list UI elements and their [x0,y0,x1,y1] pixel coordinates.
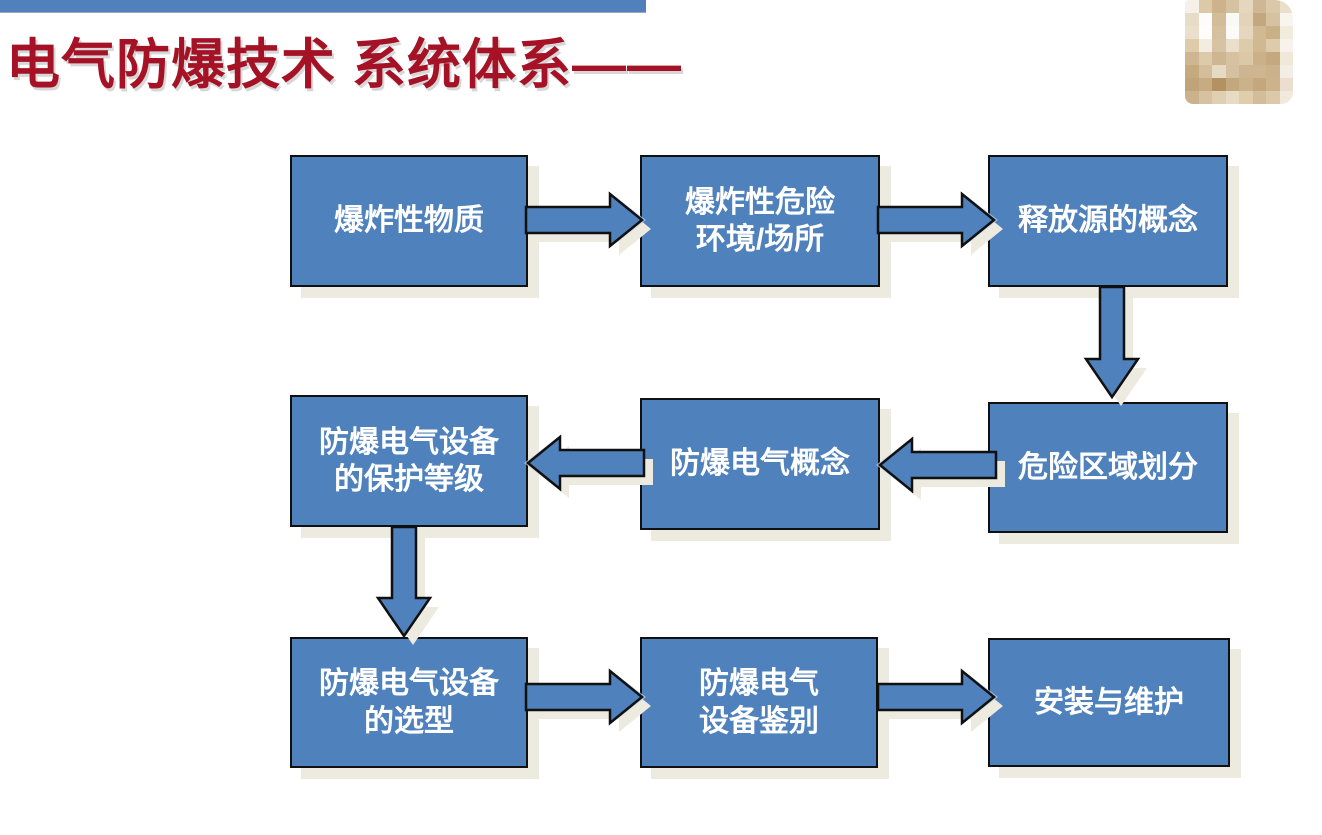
logo-pixel [1266,0,1280,13]
logo-pixel [1198,65,1212,78]
logo-pixel [1225,26,1239,39]
logo-pixel [1239,91,1253,104]
logo-pixel [1266,91,1280,104]
logo-pixel [1225,52,1239,65]
flow-box-explosive-substance: 爆炸性物质 [290,155,528,287]
logo-pixel [1185,13,1199,26]
arrow-right-icon [876,668,1003,732]
flow-box-equipment-selection: 防爆电气设备 的选型 [290,637,528,768]
logo-pixel [1225,0,1239,13]
logo-pixel [1198,0,1212,13]
logo-pixel [1212,13,1226,26]
flow-box-label: 安装与维护 [1034,685,1184,719]
logo-pixel [1239,52,1253,65]
logo-pixel [1252,78,1266,91]
logo-pixel [1279,13,1293,26]
arrow-down-icon [375,525,439,645]
flow-box-equipment-identification: 防爆电气 设备鉴别 [640,637,878,768]
logo-pixel [1266,26,1280,39]
logo-pixel [1239,0,1253,13]
logo-pixel [1266,78,1280,91]
flow-box-hazardous-environment: 爆炸性危险 环境/场所 [640,155,880,287]
logo-pixel [1225,65,1239,78]
logo-pixel [1212,78,1226,91]
flow-box-label: 防爆电气设备 的保护等级 [319,425,499,497]
logo-pixel [1185,0,1199,13]
logo-pixel [1185,26,1199,39]
logo-pixel [1225,78,1239,91]
arrow-left-icon [876,436,1005,500]
flow-box-label: 爆炸性物质 [334,204,484,238]
arrow-left-icon [524,434,653,498]
logo-pixel [1279,39,1293,52]
logo-image [1185,0,1293,104]
flow-box-label: 释放源的概念 [1018,204,1198,238]
logo-pixel [1252,39,1266,52]
logo-pixel [1266,65,1280,78]
logo-pixel [1185,52,1199,65]
logo-pixel [1198,78,1212,91]
logo-pixel [1239,13,1253,26]
logo-pixel [1252,13,1266,26]
arrow-right-icon [524,191,651,255]
logo-pixel [1239,78,1253,91]
flow-box-release-source: 释放源的概念 [988,155,1228,287]
logo-pixel [1212,65,1226,78]
logo-pixel [1279,91,1293,104]
logo-pixel [1225,13,1239,26]
arrow-right-icon [876,191,1003,255]
flow-box-zone-classification: 危险区域划分 [988,402,1228,533]
flow-box-label: 防爆电气 设备鉴别 [699,667,819,738]
logo-pixel [1252,91,1266,104]
page-title: 电气防爆技术 系统体系—— [6,35,683,95]
logo-pixel [1185,65,1199,78]
logo-pixel [1279,65,1293,78]
flow-box-installation-maintenance: 安装与维护 [988,638,1230,767]
logo-pixel [1279,52,1293,65]
logo-pixel [1212,52,1226,65]
logo-pixel [1279,26,1293,39]
flow-box-label: 危险区域划分 [1018,450,1198,484]
logo-pixel [1198,13,1212,26]
logo-pixel [1252,26,1266,39]
arrow-right-icon [524,668,651,732]
logo-pixel [1266,52,1280,65]
logo-pixel [1239,65,1253,78]
logo-pixel [1225,91,1239,104]
logo-pixel [1212,26,1226,39]
logo-pixel [1266,39,1280,52]
flow-box-label: 防爆电气设备 的选型 [319,667,499,738]
logo-pixel [1225,39,1239,52]
logo-pixel [1266,13,1280,26]
logo-pixel [1279,78,1293,91]
flow-box-protection-level: 防爆电气设备 的保护等级 [290,395,528,527]
logo-pixel [1185,91,1199,104]
logo-pixel [1198,26,1212,39]
logo-pixel [1212,0,1226,13]
flow-box-exproof-concept: 防爆电气概念 [640,398,880,530]
logo-pixel [1198,91,1212,104]
logo-pixel [1252,65,1266,78]
logo-pixel [1185,78,1199,91]
logo-pixel [1198,39,1212,52]
flow-box-label: 防爆电气概念 [670,447,850,481]
logo-pixel [1239,26,1253,39]
logo-pixel [1279,0,1293,13]
logo-pixel [1239,39,1253,52]
flow-box-label: 爆炸性危险 环境/场所 [685,185,835,257]
logo-pixel [1252,52,1266,65]
header-bar [0,0,646,13]
logo-pixel [1212,39,1226,52]
logo-pixel [1212,91,1226,104]
logo-pixel [1185,39,1199,52]
logo-pixel [1198,52,1212,65]
logo-pixel [1252,0,1266,13]
arrow-down-icon [1083,285,1147,406]
